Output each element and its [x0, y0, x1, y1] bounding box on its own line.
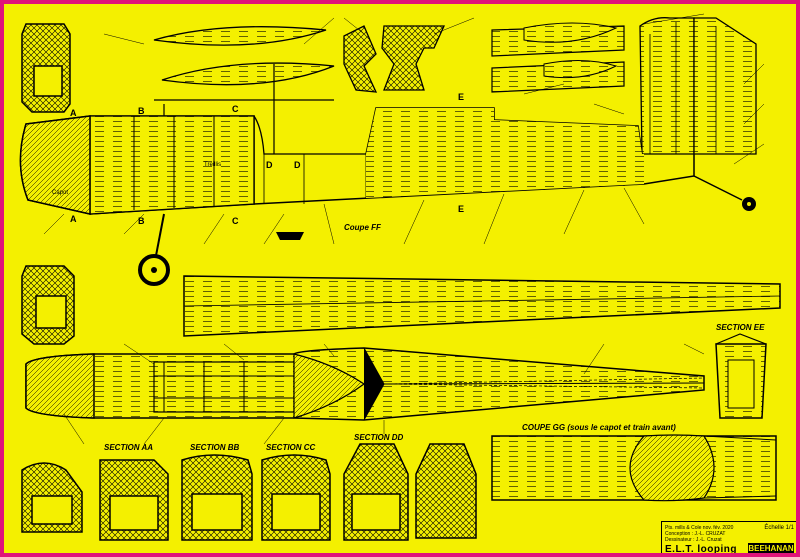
fin-rudder: [639, 17, 757, 155]
title-block-line-3: Dessinateur : J.-L. Cruzat: [665, 537, 722, 543]
title-block-brand-logo: BEEHANAN: [748, 543, 794, 553]
marker-c-top: C: [232, 104, 239, 114]
section-cc-2: [261, 454, 331, 541]
section-dd: [343, 443, 409, 541]
coupe-gg-panel: [491, 434, 777, 502]
capot-label: Capot: [52, 190, 68, 196]
section-dd-2: [415, 443, 477, 539]
title-block-line-1: Pts. mills & Cole nov. fév. 2020: [665, 525, 734, 531]
marker-d-bottom: D: [294, 160, 301, 170]
title-block-line-2: Conception : J.-L. CRUZAT: [665, 531, 726, 537]
tapered-panel: [183, 275, 781, 337]
marker-b-top: B: [138, 106, 145, 116]
marker-e-bottom: E: [458, 204, 464, 214]
section-dd-label: SECTION DD: [354, 433, 404, 442]
marker-a-top: A: [70, 108, 77, 118]
coupe-ff-label: Coupe FF: [344, 223, 382, 232]
treillis-label: Treillis: [204, 162, 221, 168]
fuselage-top-view: [25, 347, 705, 421]
section-ee: [715, 333, 767, 419]
marker-c-bottom: C: [232, 216, 239, 226]
section-cc-label: SECTION CC: [266, 443, 316, 452]
marker-e-top: E: [458, 92, 464, 102]
section-top-left: [21, 23, 71, 113]
section-ee-label: SECTION EE: [716, 323, 765, 332]
title-block-model: E.L.T. looping: [665, 544, 737, 555]
marker-a-bottom: A: [70, 214, 77, 224]
leader-lines: [43, 13, 765, 445]
marker-b-bottom: B: [138, 216, 145, 226]
section-bb: [99, 459, 169, 541]
section-left-middle: [21, 265, 75, 345]
section-cc: [181, 454, 253, 541]
section-aa-label: SECTION AA: [104, 443, 153, 452]
top-parts: [153, 22, 625, 93]
section-aa: [21, 462, 83, 533]
marker-d-top: D: [266, 160, 273, 170]
coupe-gg-label: COUPE GG (sous le capot et train avant): [522, 423, 676, 432]
title-block-scale: Échelle 1/1: [764, 525, 794, 531]
plan-drawing: Coupe FF Capot Treillis SECTION EE COUPE…: [19, 13, 781, 541]
section-bb-label: SECTION BB: [190, 443, 240, 452]
title-block: Pts. mills & Cole nov. fév. 2020 Concept…: [661, 521, 796, 555]
fuselage-side-view: [19, 64, 756, 286]
